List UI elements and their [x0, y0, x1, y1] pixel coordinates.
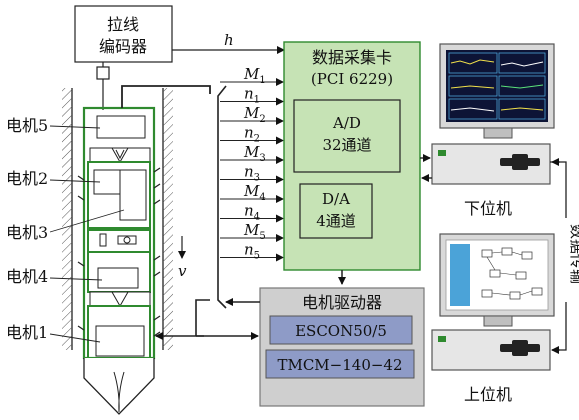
da-channels: 4通道 — [316, 212, 356, 230]
motor1-block — [95, 325, 145, 357]
signal-label-M3: M3 — [243, 143, 266, 164]
tmcm-label: TMCM−140−42 — [277, 356, 402, 374]
signal-label-M1: M1 — [243, 65, 266, 86]
encoder-label-1: 拉线 — [107, 15, 139, 34]
driver-title: 电机驱动器 — [302, 293, 382, 312]
borehole — [62, 88, 173, 350]
upper-pc-label: 上位机 — [464, 385, 512, 404]
drill-bit — [83, 358, 155, 415]
signal-label-n5: n5 — [244, 241, 260, 262]
robot-cable — [121, 85, 211, 108]
da-label: D/A — [322, 190, 350, 208]
motor3-label: 电机3 — [6, 223, 48, 242]
motor3-block — [119, 169, 147, 221]
tmcm-box — [265, 349, 415, 379]
upper-pc-case — [431, 329, 551, 371]
signal-label-M5: M5 — [243, 221, 266, 242]
upper-pc — [431, 233, 555, 371]
daq-model: (PCI 6229) — [311, 70, 393, 88]
daq-title: 数据采集卡 — [312, 48, 392, 67]
signal-label-n4: n4 — [244, 202, 260, 223]
ad-channels: 32通道 — [322, 136, 371, 154]
encoder-label-2: 编码器 — [99, 37, 147, 56]
signal-h-label: h — [224, 31, 234, 49]
motor1-label: 电机1 — [6, 323, 48, 342]
motor5-label: 电机5 — [6, 116, 48, 135]
signal-label-n2: n2 — [244, 124, 260, 145]
signal-label-M2: M2 — [243, 104, 266, 125]
drilling-robot — [77, 106, 161, 415]
motor4-label: 电机4 — [6, 267, 48, 286]
encoder-pulley — [96, 66, 110, 80]
signal-bundle — [217, 85, 227, 309]
lower-pc — [431, 43, 555, 185]
encoder-box — [74, 5, 173, 63]
motor4-block — [97, 267, 139, 289]
comm-label-bg — [558, 218, 574, 302]
signal-label-n1: n1 — [244, 85, 260, 106]
escon-box — [269, 315, 413, 345]
signal-label-M4: M4 — [243, 182, 266, 203]
lower-pc-label: 下位机 — [464, 199, 512, 218]
motor5-block — [96, 115, 146, 139]
ad-label: A/D — [332, 114, 361, 132]
signal-label-n3: n3 — [244, 163, 260, 184]
da-module — [299, 183, 373, 239]
velocity-label: v — [178, 262, 187, 280]
motor-driver — [259, 287, 425, 407]
ad-module — [293, 99, 401, 173]
escon-label: ESCON50/5 — [295, 322, 387, 340]
motor2-label: 电机2 — [6, 169, 48, 188]
comm-label: 数据传输 — [568, 224, 579, 284]
